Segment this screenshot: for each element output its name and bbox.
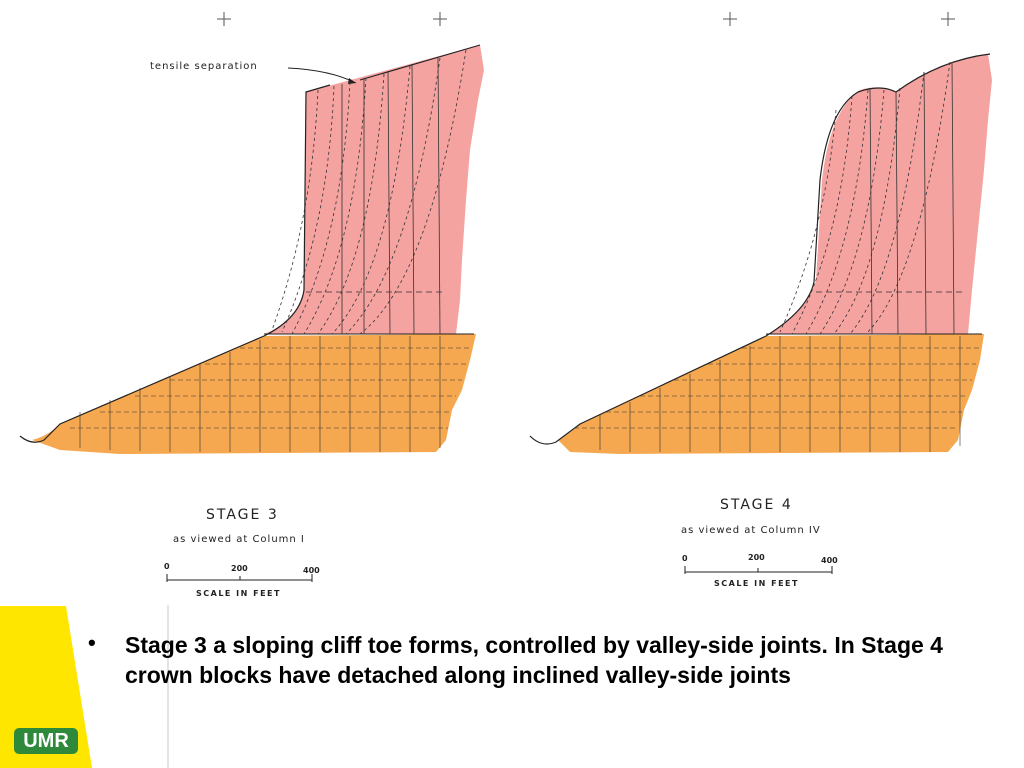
stage4-title: STAGE 4 [720, 497, 793, 513]
umr-logo: UMR [14, 728, 78, 754]
stage4-subtitle: as viewed at Column IV [681, 525, 821, 536]
stage3-scale-caption: SCALE IN FEET [196, 589, 281, 598]
stage3-scale-200: 200 [231, 564, 248, 573]
yellow-accent-shape [0, 606, 92, 768]
registration-marks [217, 12, 955, 26]
bullet-marker: • [88, 630, 96, 655]
stage4-scale-caption: SCALE IN FEET [714, 579, 799, 588]
stage3-scale-0: 0 [164, 562, 170, 571]
stage3-subtitle: as viewed at Column I [173, 534, 305, 545]
stage3-cross-section [19, 44, 484, 454]
stage3-upper-rock [264, 45, 484, 334]
stage4-scale-bar [684, 566, 833, 574]
stage3-lower-rock [32, 334, 476, 454]
stage4-scale-400: 400 [821, 556, 838, 565]
stage3-scale-bar [166, 574, 313, 582]
stage4-upper-rock [770, 54, 992, 334]
stage3-scale-400: 400 [303, 566, 320, 575]
caption-text: Stage 3 a sloping cliff toe forms, contr… [125, 632, 943, 688]
stage3-title: STAGE 3 [206, 507, 279, 523]
stage4-scale-0: 0 [682, 554, 688, 563]
stage4-scale-200: 200 [748, 553, 765, 562]
stage4-lower-rock [558, 334, 984, 454]
tensile-separation-label: tensile separation [150, 61, 258, 72]
stage4-cross-section [529, 53, 992, 454]
